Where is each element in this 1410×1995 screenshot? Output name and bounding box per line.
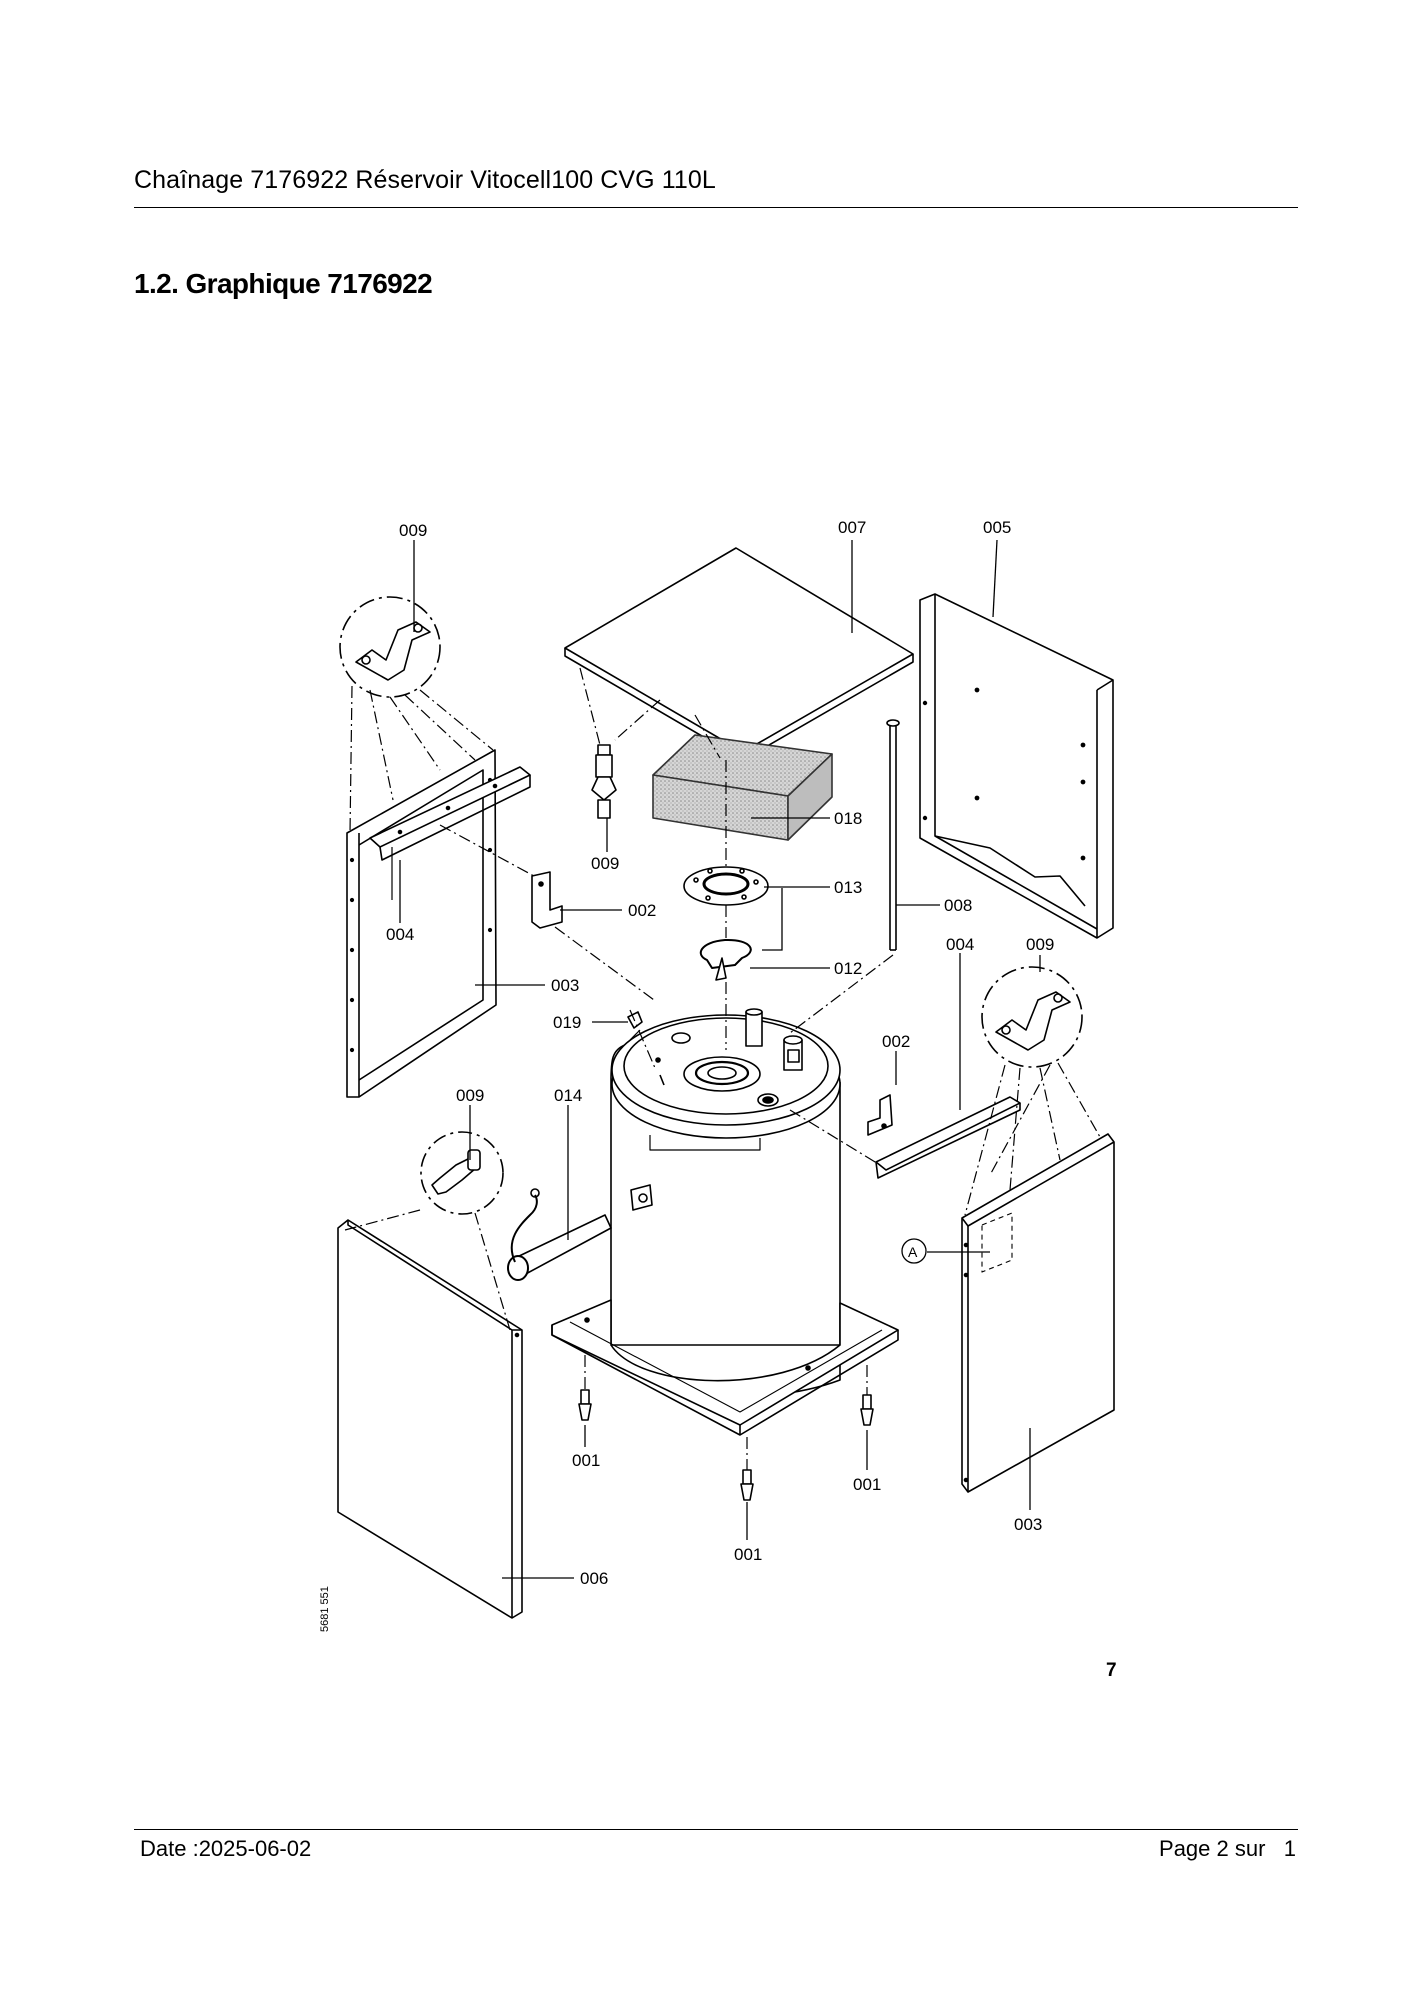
foot-screw-001-center (740, 1469, 754, 1501)
callout-002-left: 002 (628, 901, 656, 920)
document-title: Chaînage 7176922 Réservoir Vitocell100 C… (134, 166, 716, 194)
callout-009-bottom-left: 009 (456, 1086, 484, 1105)
heating-element-014 (507, 1188, 612, 1281)
header-divider (134, 207, 1298, 208)
foot-screw-001-right (860, 1394, 874, 1426)
gasket-ring-012 (699, 938, 752, 981)
detail-circle-009-right (981, 966, 1083, 1068)
detail-marker-a: A (908, 1244, 918, 1260)
drawing-number: 5681 551 (319, 1586, 331, 1632)
callout-006: 006 (580, 1569, 608, 1588)
callout-009-right: 009 (1026, 935, 1054, 954)
sensor-fitting-019 (627, 1011, 665, 1086)
page-marker: 7 (1106, 1660, 1117, 1681)
callout-001-center: 001 (734, 1545, 762, 1564)
storage-tank (610, 1008, 841, 1398)
callout-004-left: 004 (386, 925, 414, 944)
callout-001-right: 001 (853, 1475, 881, 1494)
footer-divider (134, 1829, 1298, 1830)
callout-004-right: 004 (946, 935, 974, 954)
callout-008: 008 (944, 896, 972, 915)
top-cover-007 (564, 547, 914, 761)
valve-009-center (591, 744, 617, 819)
callout-012: 012 (834, 959, 862, 978)
right-side-panel-003 (961, 1133, 1115, 1493)
callout-007: 007 (838, 518, 866, 537)
foot-screw-001-left (578, 1389, 592, 1421)
insulation-block-018 (652, 734, 833, 841)
flange-013 (683, 866, 769, 906)
callout-002-right: 002 (882, 1032, 910, 1051)
rear-panel-005 (919, 593, 1114, 939)
front-panel-006 (337, 1219, 523, 1619)
cross-rail-004-right (875, 1096, 1021, 1179)
base-plate (551, 1299, 899, 1436)
callout-014: 014 (554, 1086, 582, 1105)
cross-rail-004-left (369, 766, 531, 900)
callout-001-left: 001 (572, 1451, 600, 1470)
bracket-002-right (867, 1094, 893, 1136)
callout-003-left: 003 (551, 976, 579, 995)
callout-003-right: 003 (1014, 1515, 1042, 1534)
callout-005: 005 (983, 518, 1011, 537)
bracket-002-left (531, 871, 563, 929)
footer-page-number: Page 2 sur 1 (1159, 1836, 1296, 1861)
footer-date: Date :2025-06-02 (140, 1836, 312, 1861)
callout-018: 018 (834, 809, 862, 828)
callout-019: 019 (553, 1013, 581, 1032)
rod-008 (886, 719, 900, 951)
callout-009-top-left: 009 (399, 521, 427, 540)
detail-circle-009-top-left (339, 596, 441, 698)
section-heading: 1.2. Graphique 7176922 (134, 268, 433, 299)
callout-013: 013 (834, 878, 862, 897)
callout-009-valve: 009 (591, 854, 619, 873)
detail-circle-009-bottom-left (420, 1131, 504, 1215)
